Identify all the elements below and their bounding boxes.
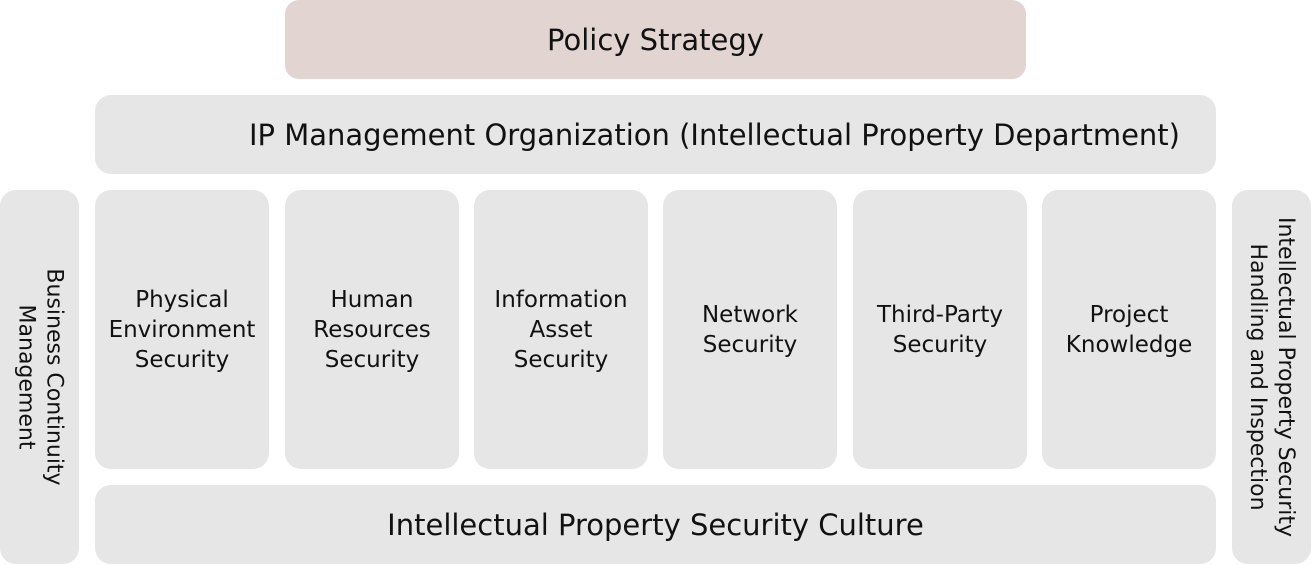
pillar-human-resources-security: Human Resources Security: [285, 190, 459, 469]
business-continuity-box: Business Continuity Management: [0, 190, 79, 564]
ip-management-organization-box: IP Management Organization (Intellectual…: [95, 95, 1216, 174]
ip-security-culture-label: Intellectual Property Security Culture: [387, 507, 924, 542]
policy-strategy-box: Policy Strategy: [285, 0, 1026, 79]
pillar-third-party-security: Third-Party Security: [853, 190, 1027, 469]
pillar-label: Physical Environment Security: [108, 286, 256, 373]
policy-strategy-label: Policy Strategy: [547, 22, 764, 57]
business-continuity-label: Business Continuity Management: [13, 268, 67, 486]
pillar-information-asset-security: Information Asset Security: [474, 190, 648, 469]
pillar-label: Network Security: [701, 301, 799, 358]
pillar-label: Human Resources Security: [313, 286, 431, 373]
ip-security-handling-box: Intellectual Property Security Handling …: [1232, 190, 1311, 564]
ip-security-culture-box: Intellectual Property Security Culture: [95, 485, 1216, 564]
pillar-label: Project Knowledge: [1065, 301, 1193, 358]
ip-management-organization-label: IP Management Organization (Intellectual…: [248, 117, 1180, 152]
pillar-network-security: Network Security: [663, 190, 837, 469]
pillar-project-knowledge: Project Knowledge: [1042, 190, 1216, 469]
pillar-label: Information Asset Security: [494, 286, 628, 373]
pillar-label: Third-Party Security: [877, 301, 1003, 358]
ip-security-handling-label: Intellectual Property Security Handling …: [1245, 216, 1299, 538]
pillar-physical-environment-security: Physical Environment Security: [95, 190, 269, 469]
